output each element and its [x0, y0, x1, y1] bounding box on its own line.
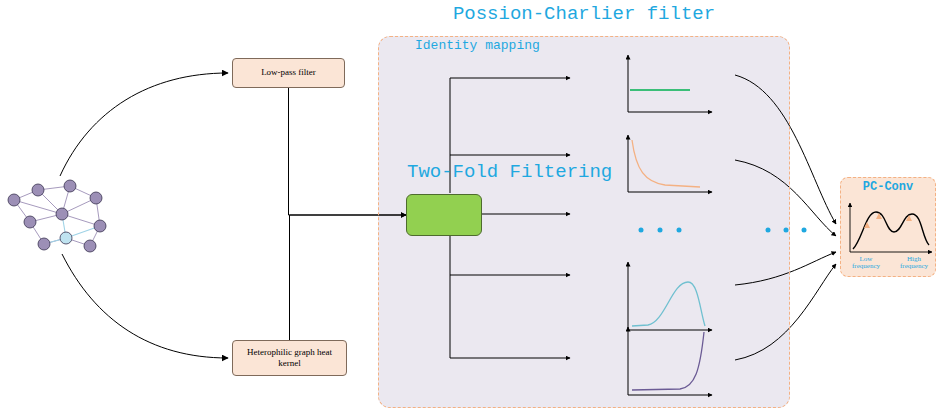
ellipsis-dots	[766, 228, 771, 233]
connector	[290, 215, 407, 340]
branch-lines	[450, 358, 570, 359]
graph-edges	[14, 186, 100, 246]
graph-vertices	[64, 180, 76, 192]
chart-axes	[628, 112, 712, 113]
panel-fill	[378, 36, 790, 408]
panel-fill	[840, 177, 936, 277]
input-arrows	[60, 73, 228, 358]
merge-arrows	[735, 75, 836, 224]
node-text: Heterophilic graph heat kernel	[239, 347, 340, 370]
branch-lines	[450, 155, 570, 156]
merge-arrows	[735, 75, 836, 360]
graph-vertices	[24, 216, 36, 228]
frequency-markers	[906, 215, 912, 221]
response-curves	[632, 332, 704, 390]
response-curves	[632, 140, 700, 187]
connector	[289, 88, 407, 215]
input-arrows	[60, 73, 228, 176]
branch-label: Identity mapping	[415, 38, 540, 53]
ellipsis-dots	[677, 228, 682, 233]
input-arrows	[62, 254, 228, 358]
branch-lines	[450, 78, 570, 79]
chart-axes	[628, 55, 712, 395]
response-curves	[632, 282, 705, 326]
response-curves	[630, 89, 690, 90]
response-curves	[630, 90, 705, 390]
ellipsis-dots	[639, 228, 644, 233]
graph-vertices	[84, 240, 96, 252]
graph-edges-highlight	[44, 214, 100, 244]
merge-arrows	[735, 252, 836, 285]
graph-vertices	[60, 232, 72, 244]
axis-label: High frequency	[896, 256, 932, 271]
graph-vertices	[94, 220, 106, 232]
pcconv-chart	[850, 203, 932, 252]
merge-arrows	[735, 160, 836, 236]
chart-axes	[628, 192, 712, 193]
filter-box: Low-pass filter	[232, 58, 345, 88]
graph-vertices	[32, 184, 44, 196]
filter-panel: Possion-Charlier filterTwo-Fold Filterin…	[378, 36, 790, 408]
graph-vertices	[56, 208, 68, 220]
branch-lines	[450, 235, 451, 358]
axis-label: Low frequency	[848, 256, 884, 271]
chart-axes	[628, 262, 629, 330]
pcconv-chart	[853, 212, 929, 249]
chart-axes	[628, 55, 629, 112]
ellipsis-dots	[639, 228, 807, 233]
pcconv-chart	[850, 203, 851, 252]
chart-axes	[628, 135, 629, 192]
graph-vertices	[38, 238, 50, 250]
graph-vertices	[8, 180, 106, 252]
frequency-markers	[864, 213, 912, 228]
graph-edges	[14, 200, 62, 214]
node-text: Two-Fold Filtering	[407, 161, 481, 184]
chart-axes	[628, 395, 712, 396]
merge-arrows	[735, 264, 836, 360]
chart-axes	[628, 327, 629, 395]
chart-axes	[628, 330, 712, 331]
branch-lines	[450, 275, 570, 276]
node-text: Possion-Charlier filter	[379, 3, 789, 25]
process-box: Two-Fold Filtering	[406, 194, 482, 236]
frequency-markers	[864, 222, 870, 228]
node-text: Low-pass filter	[261, 67, 316, 78]
pcconv-chart	[850, 252, 932, 253]
graph-vertices	[90, 192, 102, 204]
panel-fill	[378, 36, 936, 408]
graph-vertices	[8, 194, 20, 206]
ellipsis-dots	[784, 228, 789, 233]
ellipsis-dots	[658, 228, 663, 233]
ellipsis-dots	[802, 228, 807, 233]
filter-box: Heterophilic graph heat kernel	[232, 340, 347, 376]
branch-lines	[471, 214, 570, 215]
node-text: PC-Conv	[863, 180, 913, 194]
frequency-markers	[876, 213, 882, 219]
